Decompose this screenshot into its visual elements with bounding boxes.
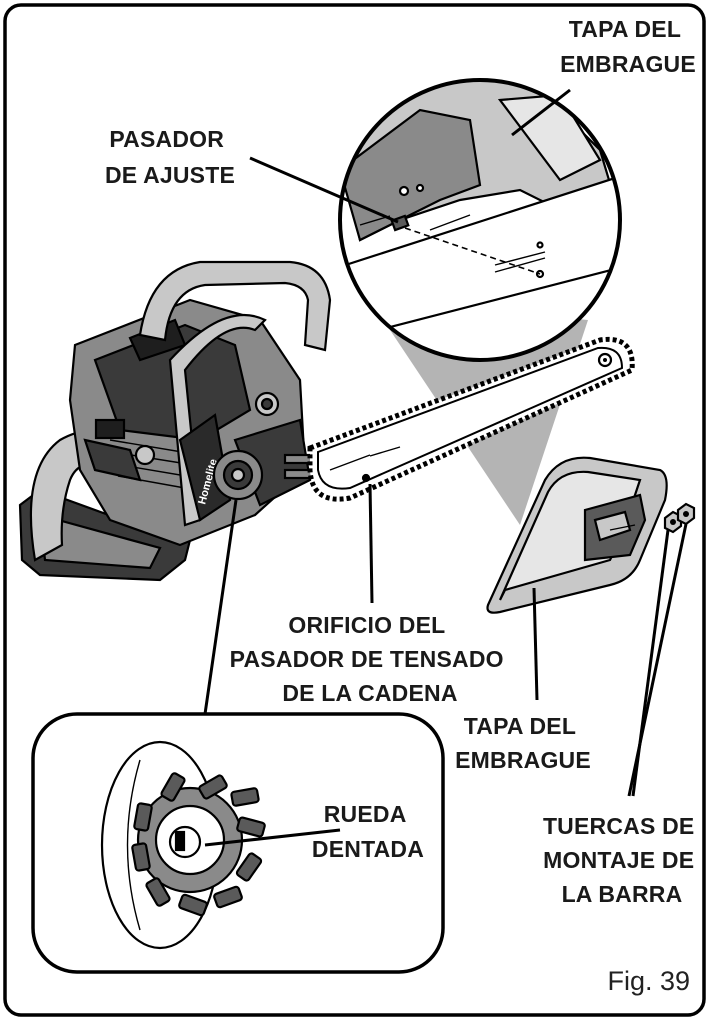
label-bar-nuts-line2: MONTAJE DE: [543, 847, 694, 873]
leader-lines: [203, 88, 688, 847]
label-tension-pin-hole: ORIFICIO DEL PASADOR DE TENSADO DE LA CA…: [230, 612, 511, 706]
label-adjust-pin-line2: DE AJUSTE: [105, 162, 235, 188]
label-sprocket-line2: DENTADA: [312, 836, 424, 862]
bar-nut-icon: [676, 502, 696, 526]
label-clutch-cover-bottom: TAPA DEL EMBRAGUE: [455, 713, 591, 773]
label-bar-nuts: TUERCAS DE MONTAJE DE LA BARRA: [543, 813, 701, 907]
figure-label: Fig. 39: [607, 966, 690, 996]
label-clutch-cover-bottom-line1: TAPA DEL: [464, 713, 576, 739]
clutch-cover-illustration: [486, 456, 668, 614]
label-clutch-cover-bottom-line2: EMBRAGUE: [455, 747, 591, 773]
label-tension-pin-hole-line3: DE LA CADENA: [282, 680, 457, 706]
label-clutch-cover-top-line1: TAPA DEL: [569, 16, 681, 42]
label-sprocket-line1: RUEDA: [324, 801, 406, 827]
label-adjust-pin: PASADOR DE AJUSTE: [105, 126, 235, 188]
guide-bar-and-chain: [307, 336, 635, 502]
label-tension-pin-hole-line1: ORIFICIO DEL: [288, 612, 445, 638]
label-clutch-cover-top-line2: EMBRAGUE: [560, 51, 696, 77]
label-adjust-pin-line1: PASADOR: [109, 126, 224, 152]
adjust-pin-inset: [338, 78, 622, 362]
sprocket-illustration: [100, 740, 266, 950]
chainsaw-illustration: Homelite: [18, 260, 332, 582]
label-bar-nuts-line1: TUERCAS DE: [543, 813, 695, 839]
label-bar-nuts-line3: LA BARRA: [562, 881, 683, 907]
label-sprocket: RUEDA DENTADA: [312, 801, 424, 862]
label-tension-pin-hole-line2: PASADOR DE TENSADO: [230, 646, 504, 672]
label-clutch-cover-top: TAPA DEL EMBRAGUE: [560, 16, 696, 77]
